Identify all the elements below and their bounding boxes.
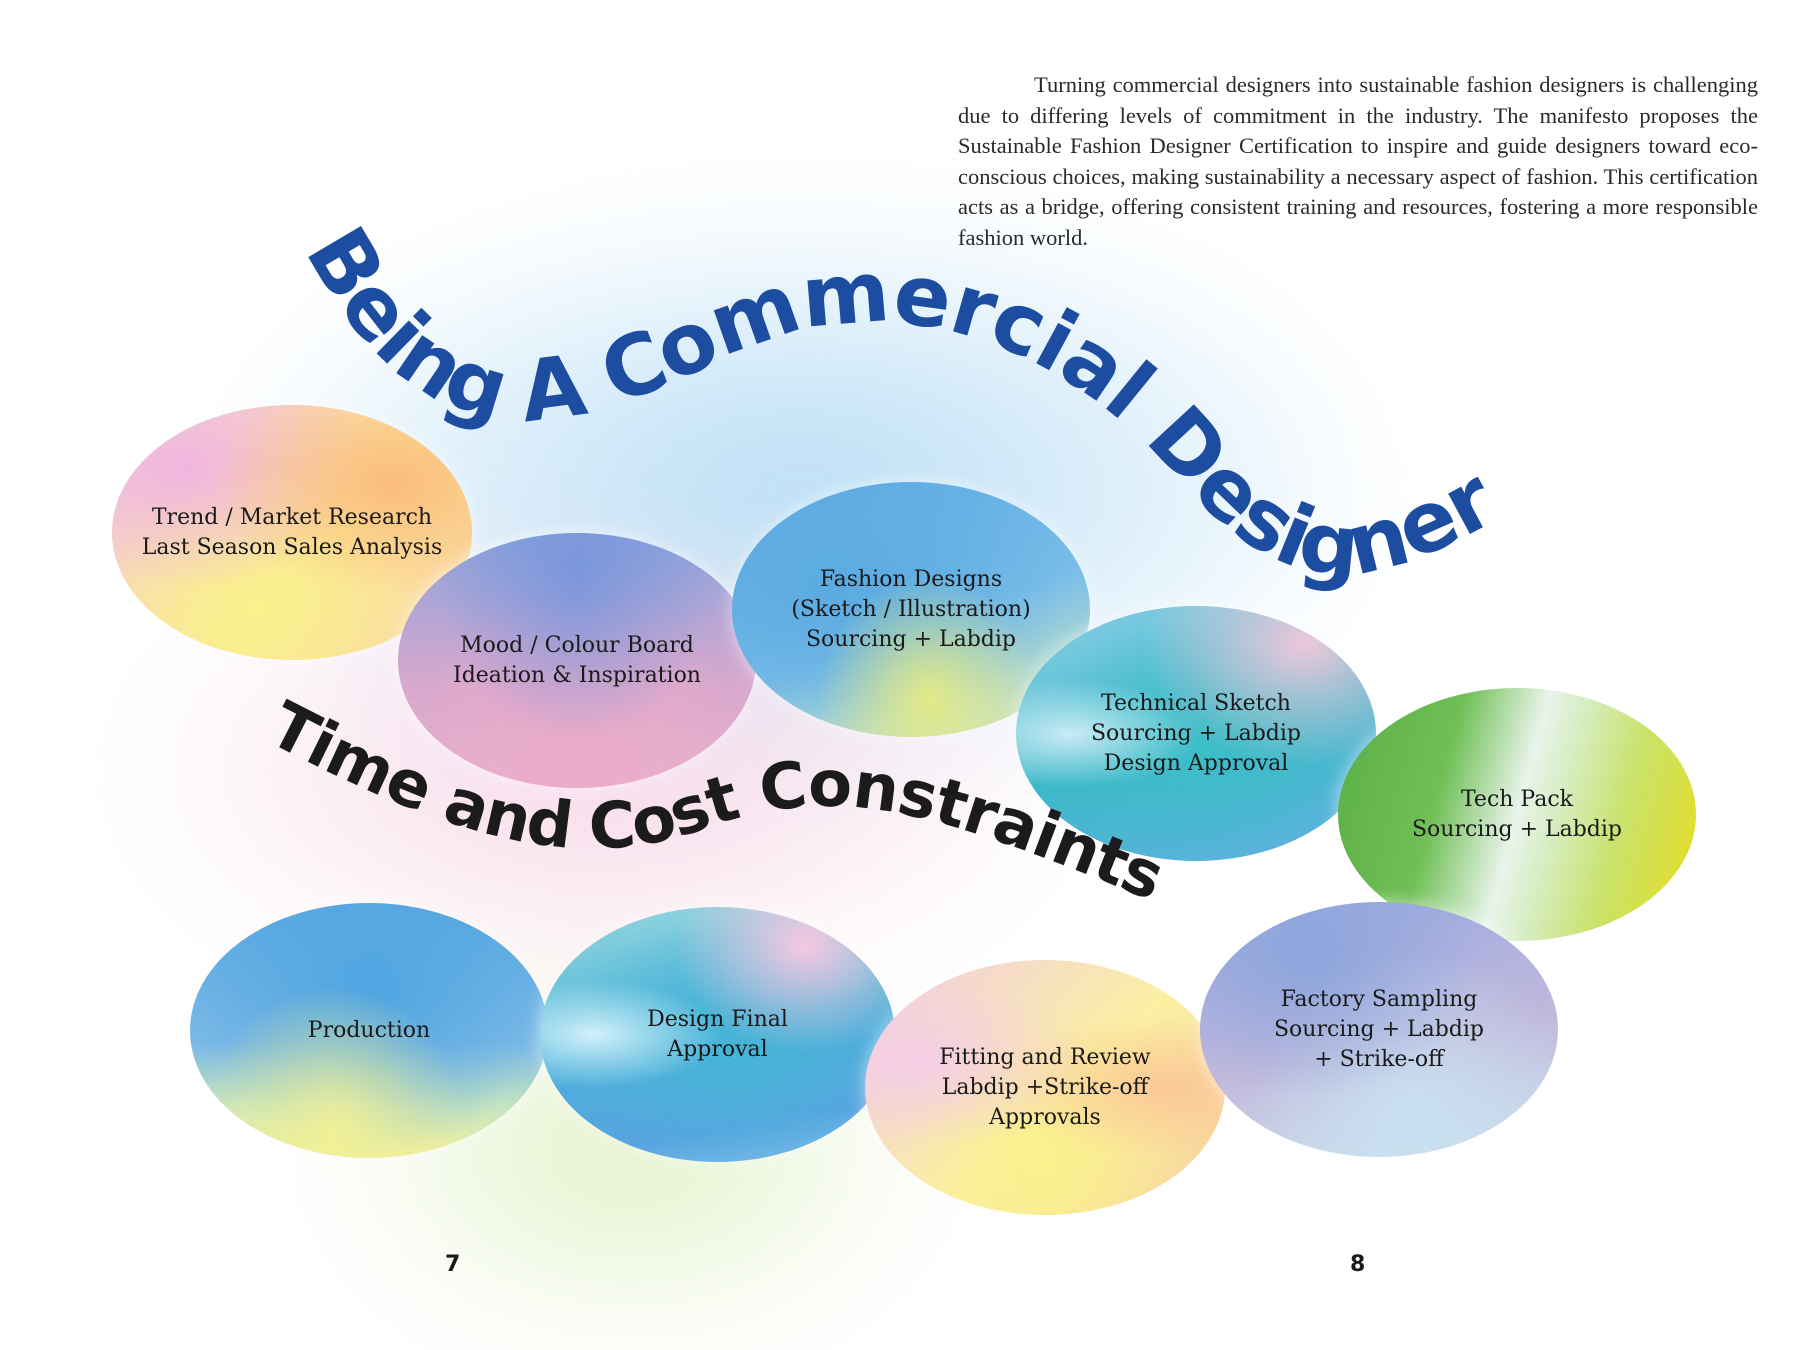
bubble-tech-pack: Tech Pack Sourcing + Labdip <box>1338 688 1696 941</box>
bubble-fashion-designs: Fashion Designs (Sketch / Illustration) … <box>732 482 1090 737</box>
bubble-factory-label: Factory Sampling Sourcing + Labdip + Str… <box>1273 986 1485 1072</box>
bubble-technical-sketch: Technical Sketch Sourcing + Labdip Desig… <box>1016 606 1376 861</box>
main-title: Being A Commercial Designer <box>287 211 1510 596</box>
bubble-technical-label: Technical Sketch Sourcing + Labdip Desig… <box>1090 690 1302 776</box>
page-number-left: 7 <box>445 1252 461 1277</box>
bubble-trend-label: Trend / Market Research Last Season Sale… <box>141 504 443 560</box>
bubble-fitting-review: Fitting and Review Labdip +Strike-off Ap… <box>865 960 1225 1215</box>
subtitle-text: Time and Cost Constraints <box>258 688 1174 915</box>
bubble-factory-sampling: Factory Sampling Sourcing + Labdip + Str… <box>1200 902 1558 1157</box>
subtitle: Time and Cost Constraints <box>258 688 1173 915</box>
bubble-fitting-label: Fitting and Review Labdip +Strike-off Ap… <box>939 1044 1151 1130</box>
bubble-fashion-label: Fashion Designs (Sketch / Illustration) … <box>791 566 1031 652</box>
bubble-production-label: Production <box>307 1017 431 1043</box>
bubble-mood-board: Mood / Colour Board Ideation & Inspirati… <box>398 533 756 788</box>
bubble-production: Production <box>190 903 548 1158</box>
bubble-trend-research: Trend / Market Research Last Season Sale… <box>112 405 472 660</box>
bubble-techpack-label: Tech Pack Sourcing + Labdip <box>1411 786 1623 842</box>
main-title-text: Being A Commercial Designer <box>287 211 1511 596</box>
bubble-final-label: Design Final Approval <box>647 1006 788 1062</box>
intro-paragraph: Turning commercial designers into sustai… <box>958 72 1758 250</box>
page-number-right: 8 <box>1350 1252 1366 1277</box>
bubble-mood-label: Mood / Colour Board Ideation & Inspirati… <box>453 632 701 688</box>
bubble-design-final-approval: Design Final Approval <box>540 907 895 1162</box>
